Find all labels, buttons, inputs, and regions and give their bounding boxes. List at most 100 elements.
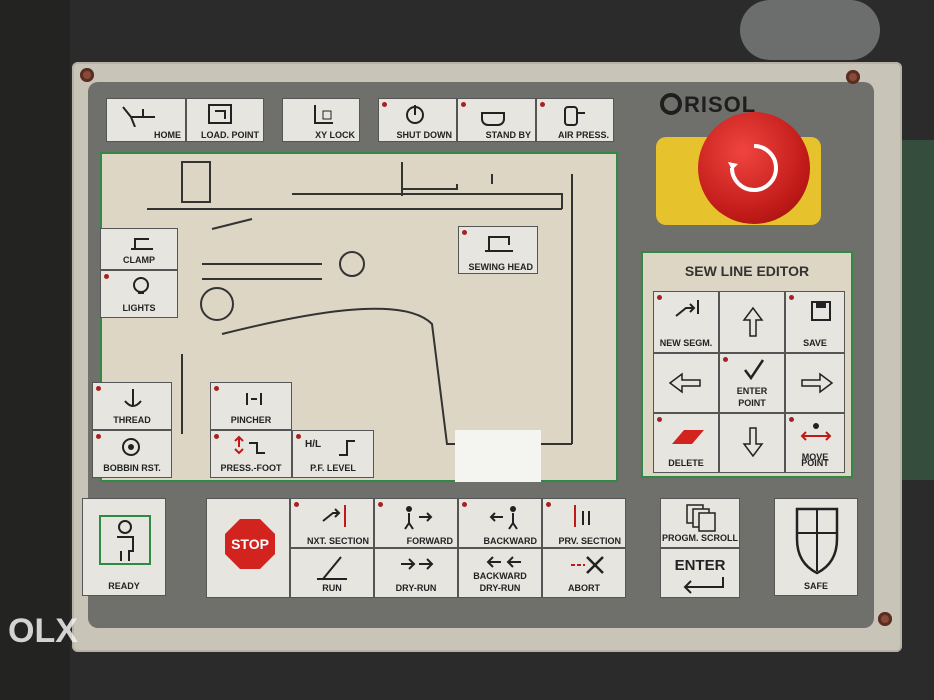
indicator-led bbox=[294, 502, 299, 507]
clamp-icon bbox=[127, 233, 157, 258]
backward-button[interactable]: BACKWARD bbox=[458, 498, 542, 548]
stand-by-button[interactable]: STAND BY bbox=[457, 98, 536, 142]
safe-button[interactable]: SAFE bbox=[774, 498, 858, 596]
dry-run-icon bbox=[399, 553, 439, 580]
program-scroll-button[interactable]: PROGM. SCROLL bbox=[660, 498, 740, 548]
indicator-led bbox=[378, 502, 383, 507]
next-section-button[interactable]: NXT. SECTION bbox=[290, 498, 374, 548]
lights-button[interactable]: LIGHTS bbox=[100, 270, 178, 318]
indicator-led bbox=[546, 502, 551, 507]
pincher-button[interactable]: PINCHER bbox=[210, 382, 292, 430]
xy-lock-button[interactable]: XY LOCK bbox=[282, 98, 360, 142]
abort-button[interactable]: ABORT bbox=[542, 548, 626, 598]
move-point-icon bbox=[800, 422, 832, 447]
forward-icon bbox=[399, 503, 439, 538]
machine-diagram bbox=[147, 161, 573, 445]
new-segment-icon bbox=[672, 298, 702, 331]
save-button[interactable]: SAVE bbox=[785, 291, 845, 353]
arrow-down-icon bbox=[742, 426, 764, 463]
pf-level-button[interactable]: H/L P.F. LEVEL bbox=[292, 430, 374, 478]
ready-frame bbox=[99, 515, 151, 565]
shut-down-icon bbox=[393, 103, 433, 132]
indicator-led bbox=[789, 295, 794, 300]
shield-icon bbox=[793, 505, 841, 580]
dry-run-button[interactable]: DRY-RUN bbox=[374, 548, 458, 598]
forward-button[interactable]: FORWARD bbox=[374, 498, 458, 548]
indicator-led bbox=[723, 357, 728, 362]
arrow-right-icon bbox=[798, 372, 834, 399]
indicator-led bbox=[214, 386, 219, 391]
arrow-right-button[interactable] bbox=[785, 353, 845, 413]
indicator-led bbox=[296, 434, 301, 439]
logo-ring-icon bbox=[660, 93, 682, 115]
editor-title: SEW LINE EDITOR bbox=[684, 263, 810, 279]
home-icon bbox=[121, 103, 161, 132]
stop-button[interactable]: STOP bbox=[206, 498, 290, 598]
indicator-led bbox=[104, 274, 109, 279]
indicator-led bbox=[462, 230, 467, 235]
backward-dry-run-button[interactable]: BACKWARD DRY-RUN bbox=[458, 548, 542, 598]
indicator-led bbox=[96, 386, 101, 391]
bulb-icon bbox=[127, 275, 157, 304]
enter-button[interactable]: ENTER bbox=[660, 548, 740, 598]
eraser-icon bbox=[668, 424, 706, 455]
arrow-left-icon bbox=[668, 372, 704, 399]
thread-button[interactable]: THREAD bbox=[92, 382, 172, 430]
indicator-led bbox=[96, 434, 101, 439]
screw-icon bbox=[878, 612, 892, 626]
arrow-up-button[interactable] bbox=[719, 291, 785, 353]
home-button[interactable]: HOME bbox=[106, 98, 186, 142]
arrow-down-button[interactable] bbox=[719, 413, 785, 473]
screw-icon bbox=[846, 70, 860, 84]
previous-section-button[interactable]: PRV. SECTION bbox=[542, 498, 626, 548]
emergency-stop-icon bbox=[728, 144, 778, 192]
arrow-left-button[interactable] bbox=[653, 353, 719, 413]
sew-line-editor: SEW LINE EDITOR NEW SEGM. SAVE ENTER POI… bbox=[641, 251, 853, 478]
emergency-stop-button[interactable] bbox=[698, 112, 810, 224]
press-foot-button[interactable]: PRESS.-FOOT bbox=[210, 430, 292, 478]
glare-spot bbox=[455, 430, 541, 482]
next-section-icon bbox=[319, 503, 355, 538]
indicator-led bbox=[461, 102, 466, 107]
background-left bbox=[0, 0, 70, 700]
save-icon bbox=[808, 298, 834, 329]
load-point-button[interactable]: LOAD. POINT bbox=[186, 98, 264, 142]
ready-button[interactable]: READY bbox=[82, 498, 166, 596]
bobbin-reset-button[interactable]: BOBBIN RST. bbox=[92, 430, 172, 478]
run-icon bbox=[313, 553, 353, 588]
move-point-button[interactable]: MOVE POINT bbox=[785, 413, 845, 473]
press-foot-icon bbox=[231, 435, 271, 464]
pincher-icon bbox=[241, 387, 271, 416]
pf-level-icon bbox=[333, 435, 363, 464]
sewing-head-button[interactable]: SEWING HEAD bbox=[458, 226, 538, 274]
thread-icon bbox=[119, 387, 149, 416]
run-button[interactable]: RUN bbox=[290, 548, 374, 598]
load-point-icon bbox=[201, 103, 241, 132]
olx-watermark: OLX bbox=[8, 612, 78, 650]
stop-sign-icon: STOP bbox=[225, 519, 275, 569]
new-segment-button[interactable]: NEW SEGM. bbox=[653, 291, 719, 353]
backward-icon bbox=[483, 503, 523, 538]
arrow-up-icon bbox=[742, 306, 764, 343]
shut-down-button[interactable]: SHUT DOWN bbox=[378, 98, 457, 142]
cable bbox=[740, 0, 880, 60]
enter-arrow-icon bbox=[677, 575, 727, 600]
enter-point-button[interactable]: ENTER POINT bbox=[719, 353, 785, 413]
indicator-led bbox=[540, 102, 545, 107]
delete-button[interactable]: DELETE bbox=[653, 413, 719, 473]
air-press-button[interactable]: AIR PRESS. bbox=[536, 98, 614, 142]
clamp-button[interactable]: CLAMP bbox=[100, 228, 178, 270]
stand-by-icon bbox=[472, 103, 512, 132]
program-scroll-icon bbox=[683, 503, 723, 538]
operator-icon bbox=[117, 520, 134, 561]
bobbin-icon bbox=[115, 435, 155, 464]
indicator-led bbox=[462, 502, 467, 507]
abort-icon bbox=[569, 553, 609, 584]
checkmark-icon bbox=[742, 358, 766, 387]
xy-lock-icon bbox=[297, 103, 337, 132]
air-press-icon bbox=[551, 103, 591, 132]
previous-section-icon bbox=[569, 503, 609, 538]
sewing-head-icon bbox=[479, 231, 519, 260]
indicator-led bbox=[214, 434, 219, 439]
machine-diagram-screen: CLAMP LIGHTS SEWING HEAD THREAD PINCHER … bbox=[92, 152, 618, 482]
